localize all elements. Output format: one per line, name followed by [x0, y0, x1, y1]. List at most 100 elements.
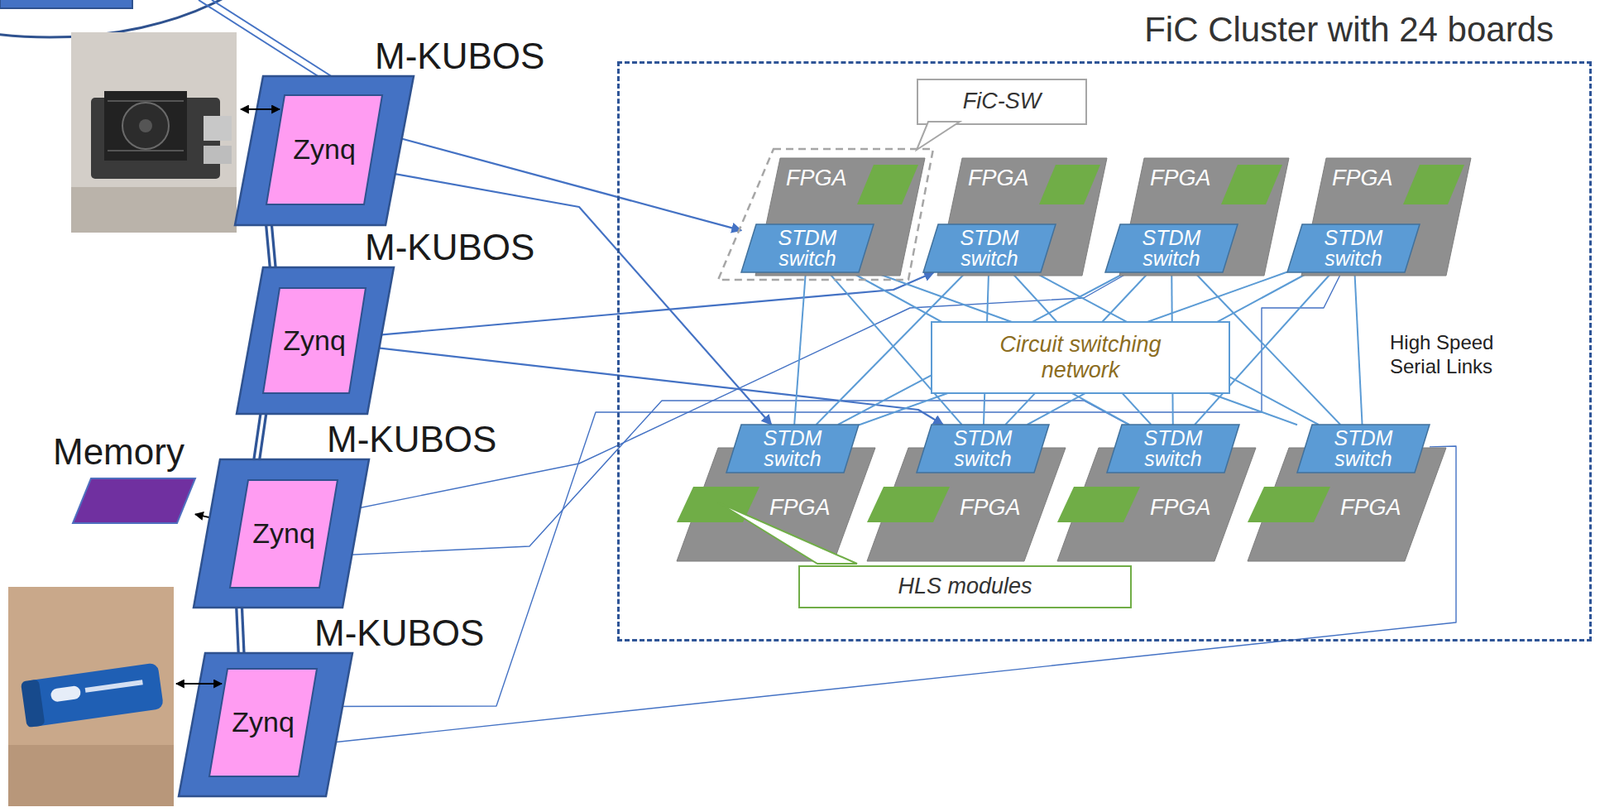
node-label: STDM switch [751, 427, 834, 470]
callout-box: HLS modules [798, 565, 1132, 609]
switch-outline [916, 424, 1050, 473]
signal-link [794, 272, 806, 425]
group-outline [718, 148, 934, 280]
switch-outline [1106, 424, 1240, 473]
text-holder: Zynq [209, 668, 317, 777]
node-label: M-KUBOS [324, 421, 499, 458]
node-label: HLS modules [897, 573, 1032, 599]
node-label: STDM switch [766, 227, 849, 269]
hls-module [1247, 486, 1331, 523]
signal-link [382, 133, 742, 230]
node-label: FPGA [769, 495, 831, 521]
photo-wood [8, 744, 174, 806]
link-gap [239, 607, 241, 653]
board-outline [193, 459, 369, 608]
fpga-board: FPGASTDM switch [916, 158, 1107, 276]
host-ellipse [0, 0, 298, 38]
node-label: Zynq [282, 324, 346, 357]
node-label: STDM switch [1312, 227, 1395, 269]
soc-box: Zynq [263, 287, 366, 393]
text-holder: STDM switch [1106, 424, 1240, 473]
text-holder: STDM switch [1287, 224, 1420, 273]
fpga-board: FPGA STDM switch [1280, 158, 1471, 276]
node-label: Memory [52, 433, 185, 470]
hls-module [1039, 164, 1101, 205]
text-holder: M-KUBOS [362, 229, 537, 266]
fpga-board: FPGA STDM switch [734, 158, 925, 276]
photo-ground [8, 586, 174, 806]
switch-box: STDM switch [916, 424, 1050, 473]
node-label: Zynq [292, 133, 356, 166]
link-gap [268, 225, 274, 268]
fpga-board: FPGA STDM switch [1098, 158, 1289, 276]
board-outline [178, 652, 353, 796]
signal-link [1354, 272, 1362, 425]
stick-body [22, 661, 164, 727]
switch-outline [1297, 424, 1430, 473]
text-holder: M-KUBOS [324, 421, 499, 458]
stick-cap [20, 679, 46, 729]
memory-outline [72, 478, 196, 523]
soc-box: Zynq [209, 668, 317, 777]
switch-box: STDM switch [923, 224, 1056, 273]
hls-module [867, 486, 950, 523]
node-label: STDM switch [941, 427, 1025, 470]
signal-link [858, 272, 1288, 426]
node-label: M-KUBOS [311, 614, 487, 652]
memory-block: Memory [72, 478, 196, 523]
text-holder: High Speed Serial Links [1389, 330, 1527, 379]
host-outline [0, 0, 333, 77]
signal-link [873, 272, 1298, 425]
board-box: M-KUBOSZynq [236, 267, 394, 414]
switch-outline [1105, 224, 1238, 273]
signal-link [316, 445, 1457, 744]
text-holder: FPGA [1340, 495, 1402, 521]
node-label: FiC-SW [962, 88, 1041, 115]
photo-fan-hub [138, 119, 153, 133]
fpga-board: FPGASTDM switch [1239, 424, 1447, 561]
photo-fan [122, 102, 169, 149]
stick-print [85, 679, 144, 693]
stack-link [268, 225, 274, 268]
soc-outline [229, 479, 338, 588]
text-holder: M-KUBOS [372, 38, 547, 75]
node-label: FiC Cluster with 24 boards [1144, 12, 1554, 48]
text-holder: FPGA [1149, 495, 1212, 521]
hls-module [676, 486, 760, 523]
node-label: FPGA [1149, 495, 1212, 521]
node-label: FPGA [1340, 495, 1402, 521]
text-holder: Circuit switching network [932, 322, 1229, 393]
node-label: STDM switch [1131, 427, 1215, 470]
text-holder: Zynq [229, 479, 338, 588]
switch-outline [741, 224, 874, 273]
node-label: M-KUBOS [372, 38, 547, 75]
text-holder: FPGA [1149, 166, 1212, 192]
fpga-board: FPGA STDM switch [668, 424, 876, 561]
host-link [198, 0, 320, 77]
device-link [240, 108, 280, 111]
link-gap [256, 413, 264, 460]
fpga-board: FPGA STDM switch [1049, 424, 1256, 561]
photo-table [71, 186, 237, 233]
switch-outline [923, 224, 1056, 273]
soc-outline [263, 287, 366, 393]
node-label: Zynq [252, 517, 316, 550]
text-holder: STDM switch [726, 424, 859, 473]
text-holder: FPGA [785, 166, 848, 192]
annotation-label: High Speed Serial Links [1389, 330, 1527, 379]
board-outline [236, 267, 394, 414]
switch-box: STDM switch [1105, 224, 1238, 273]
text-holder: STDM switch [1105, 224, 1238, 273]
hls-module [1221, 164, 1283, 205]
hls-module [857, 164, 919, 205]
soc-box: Zynq [229, 479, 338, 588]
node-label: FPGA [1331, 166, 1394, 192]
board-photo [71, 32, 237, 233]
host-link [211, 0, 333, 77]
text-holder: FiC-SW [918, 80, 1086, 124]
node-label: FPGA [1149, 166, 1212, 192]
node-label: FPGA [785, 166, 848, 192]
switch-box: STDM switch [1287, 224, 1420, 273]
